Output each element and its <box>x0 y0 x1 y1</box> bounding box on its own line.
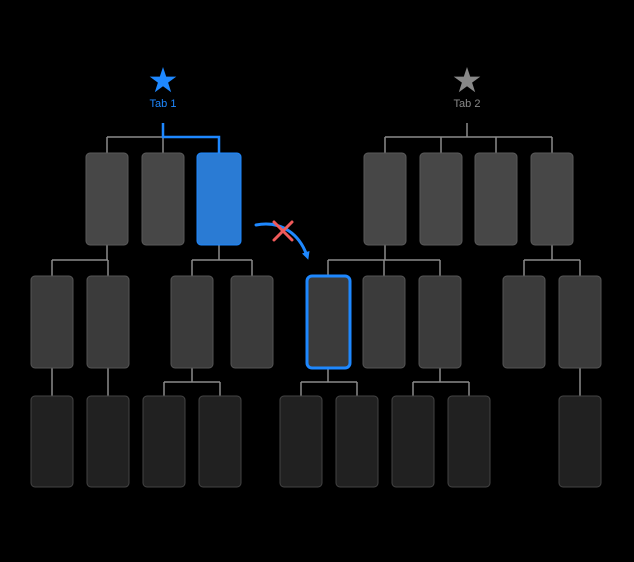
view-card[interactable] <box>30 395 74 488</box>
tab2-level2 <box>362 275 602 369</box>
tab1-label[interactable]: Tab 1 <box>149 98 177 110</box>
view-card[interactable] <box>391 395 435 488</box>
view-card[interactable] <box>141 152 185 246</box>
view-card[interactable] <box>558 395 602 488</box>
view-card[interactable] <box>170 275 214 369</box>
tab2-label[interactable]: Tab 2 <box>453 98 481 110</box>
view-card[interactable] <box>502 275 546 369</box>
tab2-level3 <box>279 395 602 488</box>
tab1-star-icon[interactable] <box>149 67 177 93</box>
view-card[interactable] <box>198 395 242 488</box>
view-card[interactable] <box>530 152 574 246</box>
view-card[interactable] <box>335 395 379 488</box>
view-card[interactable] <box>447 395 491 488</box>
view-card[interactable] <box>85 152 129 246</box>
tab1-level2 <box>30 275 274 369</box>
tab1-level3 <box>30 395 242 488</box>
tab2-connectors <box>300 123 581 396</box>
tab1-level1 <box>85 152 185 246</box>
blocked-x-icon <box>272 220 294 242</box>
tab2-level1 <box>363 152 574 246</box>
view-card[interactable] <box>558 275 602 369</box>
target-view-card-highlighted[interactable] <box>305 274 352 370</box>
view-card[interactable] <box>142 395 186 488</box>
tab2-star-icon[interactable] <box>453 67 481 93</box>
navigation-arrow <box>254 222 310 260</box>
selected-view-card[interactable] <box>196 152 242 246</box>
view-card[interactable] <box>279 395 323 488</box>
view-card[interactable] <box>474 152 518 246</box>
view-card[interactable] <box>86 395 130 488</box>
view-card[interactable] <box>362 275 406 369</box>
view-card[interactable] <box>418 275 462 369</box>
active-path-connector <box>161 123 221 153</box>
view-card[interactable] <box>86 275 130 369</box>
view-card[interactable] <box>363 152 407 246</box>
view-card[interactable] <box>30 275 74 369</box>
view-card[interactable] <box>230 275 274 369</box>
view-card[interactable] <box>419 152 463 246</box>
